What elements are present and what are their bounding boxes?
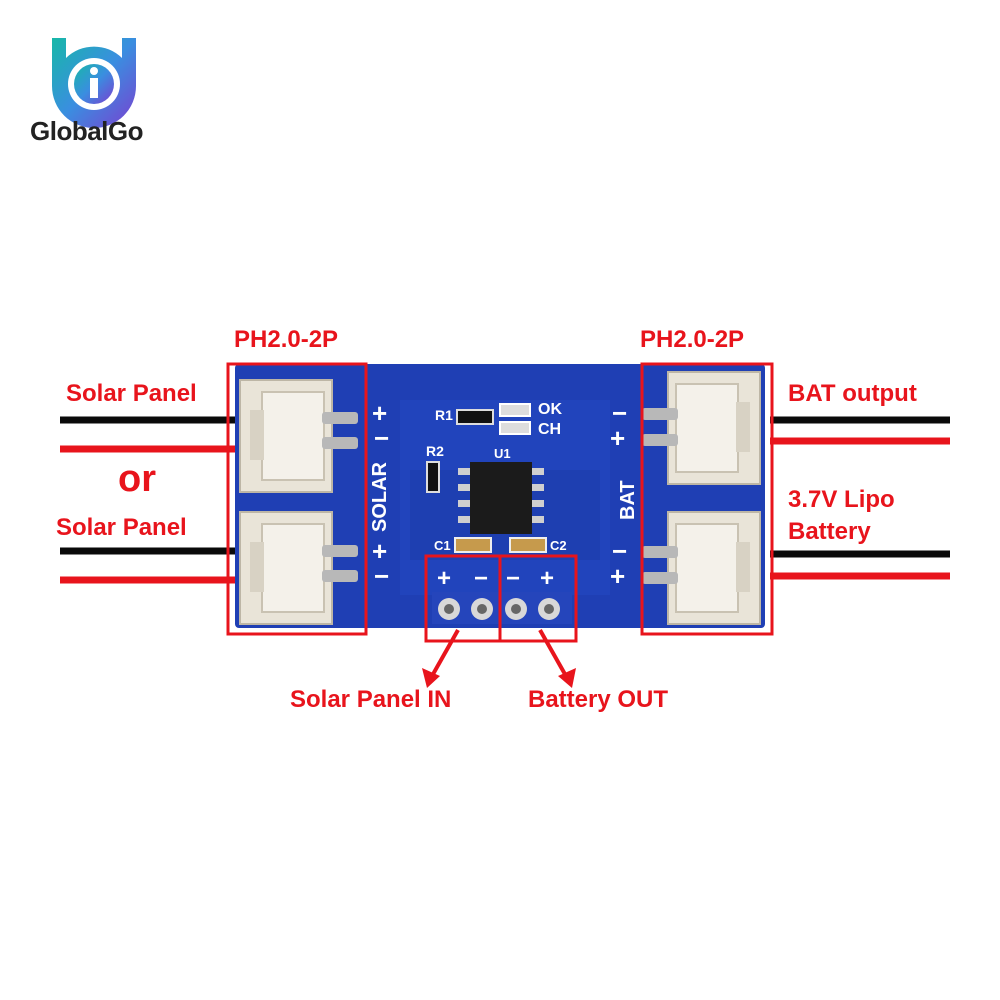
highlight-right-connectors	[640, 362, 774, 636]
resistor-r2	[426, 461, 440, 493]
resistor-r1	[456, 409, 494, 425]
silk-bat: BAT	[617, 480, 639, 520]
silk-minus-6: −	[506, 565, 520, 592]
label-bat-output: BAT output	[788, 380, 917, 407]
label-solar-panel-2: Solar Panel	[56, 514, 187, 541]
highlight-left-connectors	[226, 362, 368, 636]
silk-plus-3: +	[610, 423, 625, 453]
silk-c1: C1	[434, 538, 451, 553]
chip-u1	[470, 462, 532, 534]
label-lipo-line2: Battery	[788, 518, 871, 545]
silk-plus-6: +	[540, 565, 554, 592]
brand-name: GlobalGo	[30, 116, 144, 146]
connector-right-top	[642, 371, 761, 485]
silk-u1: U1	[494, 446, 511, 461]
pin-header	[438, 598, 560, 620]
silk-ok: OK	[538, 401, 562, 418]
silk-minus-4: −	[612, 536, 627, 566]
led-ok	[499, 403, 531, 417]
capacitor-c1	[454, 537, 492, 553]
silk-plus-1: +	[372, 398, 387, 428]
silk-plus-5: +	[437, 565, 451, 592]
silk-c2: C2	[550, 538, 567, 553]
silk-minus-2: −	[374, 561, 389, 591]
label-solar-panel-1: Solar Panel	[66, 380, 197, 407]
silk-minus-3: −	[612, 398, 627, 428]
label-connector-right: PH2.0-2P	[640, 326, 745, 353]
label-or: or	[118, 458, 156, 500]
label-lipo-line1: 3.7V Lipo	[788, 486, 895, 513]
silk-minus-1: −	[374, 423, 389, 453]
arrow-battery-out	[538, 629, 568, 677]
silk-ch: CH	[538, 421, 561, 438]
silk-r1: R1	[435, 407, 453, 423]
highlight-battery-out-pins	[498, 554, 578, 643]
capacitor-c2	[509, 537, 547, 553]
label-solar-panel-in: Solar Panel IN	[290, 686, 452, 713]
globalgo-logo-icon	[52, 38, 136, 128]
connector-left-bottom	[239, 511, 358, 625]
connector-left-top	[239, 379, 358, 493]
silk-solar: SOLAR	[369, 461, 391, 532]
label-battery-out: Battery OUT	[528, 686, 669, 713]
silk-plus-2: +	[372, 536, 387, 566]
label-connector-left: PH2.0-2P	[234, 326, 339, 353]
silk-minus-5: −	[474, 565, 488, 592]
silk-plus-4: +	[610, 561, 625, 591]
led-ch	[499, 421, 531, 435]
arrow-solar-in	[430, 629, 460, 677]
connector-right-bottom	[642, 511, 761, 625]
silk-r2: R2	[426, 443, 444, 459]
